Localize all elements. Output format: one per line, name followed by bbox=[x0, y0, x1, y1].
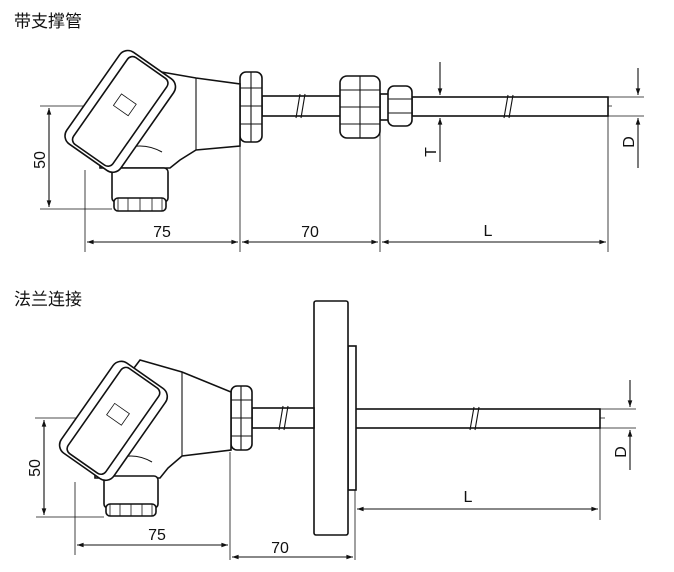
probe-tube bbox=[354, 406, 601, 431]
dim-head-label: 75 bbox=[148, 527, 166, 544]
junction-head bbox=[58, 359, 232, 517]
dim-length: L bbox=[357, 489, 598, 512]
dim-height-label: 50 bbox=[27, 459, 44, 477]
dim-thread: T bbox=[412, 62, 446, 162]
support-tube bbox=[251, 405, 315, 431]
diagram-top: 带支撑管 bbox=[14, 12, 644, 252]
dim-mid: 70 bbox=[232, 540, 353, 560]
dim-mid: 70 bbox=[242, 224, 378, 245]
dim-length: L bbox=[382, 223, 606, 245]
dim-head: 75 bbox=[77, 527, 228, 548]
diagram-title: 法兰连接 bbox=[14, 290, 82, 310]
dim-diameter: D bbox=[600, 380, 636, 470]
gland-nut bbox=[239, 71, 263, 143]
dim-height: 50 bbox=[27, 420, 104, 518]
dim-head-label: 75 bbox=[153, 224, 171, 241]
flange-disc bbox=[313, 300, 349, 536]
dim-diameter-label: D bbox=[621, 136, 638, 148]
diagram-bottom: 法兰连接 bbox=[14, 290, 636, 560]
dim-mid-label: 70 bbox=[271, 540, 289, 557]
dim-length-label: L bbox=[464, 489, 473, 506]
dim-height: 50 bbox=[32, 108, 112, 210]
dim-length-label: L bbox=[484, 223, 493, 240]
dim-head: 75 bbox=[87, 224, 238, 245]
small-nut bbox=[387, 85, 413, 127]
compression-fitting bbox=[339, 75, 381, 139]
junction-head bbox=[64, 49, 241, 212]
dim-diameter-label: D bbox=[613, 446, 630, 458]
dim-mid-label: 70 bbox=[301, 224, 319, 241]
support-tube bbox=[261, 93, 343, 119]
dim-diameter: D bbox=[608, 68, 644, 168]
probe-tube bbox=[411, 94, 609, 119]
dim-height-label: 50 bbox=[32, 151, 49, 169]
diagram-title: 带支撑管 bbox=[14, 12, 82, 32]
flange-neck bbox=[347, 345, 357, 491]
dim-thread-label: T bbox=[423, 147, 440, 157]
gland-nut bbox=[230, 385, 253, 451]
